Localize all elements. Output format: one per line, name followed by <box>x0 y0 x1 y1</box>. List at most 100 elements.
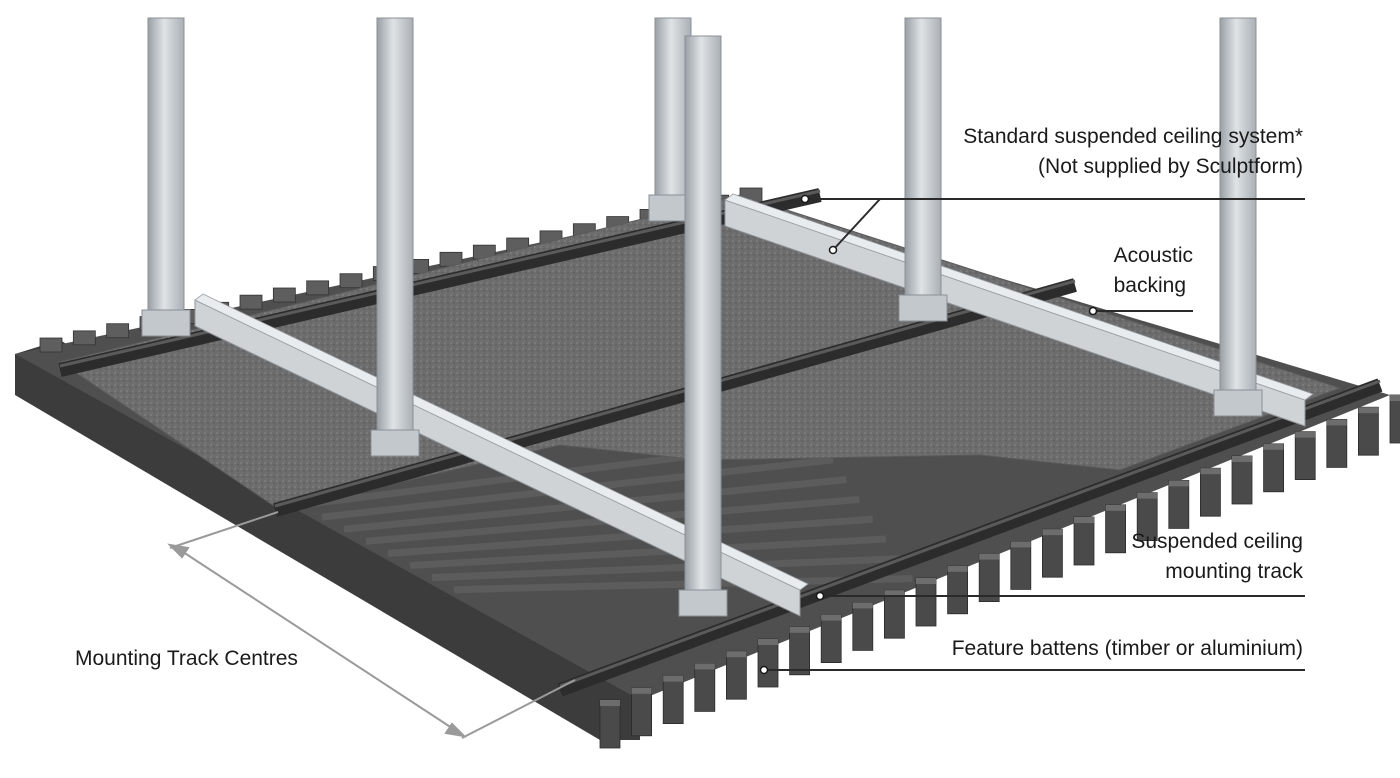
batten-rib-front <box>1105 504 1126 554</box>
batten-rib-top <box>1263 443 1284 450</box>
batten-rib-front <box>1168 479 1190 529</box>
batten-exposed <box>431 555 900 582</box>
batten-rib-front <box>978 553 1000 602</box>
batten-rib-front <box>1294 431 1316 481</box>
mounting-track <box>557 378 1383 697</box>
batten-exposed <box>409 535 887 569</box>
hanger-bracket <box>370 429 420 457</box>
batten-rib-back <box>39 337 63 353</box>
batten-exposed <box>387 515 874 557</box>
label-mounting-track-line2: mounting track <box>1165 560 1303 583</box>
batten-rib-top <box>726 651 747 658</box>
dimension-arrowhead-bottom <box>444 722 467 738</box>
batten-rib-front <box>1263 443 1284 493</box>
batten-rib-top <box>1074 517 1094 523</box>
batten-rib-front <box>757 638 779 688</box>
batten-rib-back <box>239 294 263 310</box>
hanger-rod <box>147 17 185 321</box>
batten-rib-top <box>1105 504 1126 511</box>
mounting-track-highlight <box>559 379 1381 688</box>
batten-rib-front <box>789 626 810 676</box>
hanger-bracket <box>678 589 728 617</box>
steel-hangers <box>141 17 1263 617</box>
label-acoustic-line2: backing <box>1113 274 1187 297</box>
batten-rib-front <box>852 602 874 651</box>
batten-rib-top <box>663 675 684 682</box>
batten-rib-top <box>1295 431 1316 438</box>
dimension-extension-bottom <box>461 679 576 739</box>
label-mounting-track-centres: Mounting Track Centres <box>75 644 298 674</box>
dimension-arrow <box>167 511 576 739</box>
hanger-rod <box>376 17 414 441</box>
batten-rib-front <box>599 699 621 749</box>
batten-rib-front <box>1073 516 1095 566</box>
batten-rib-front <box>947 565 968 615</box>
batten-rib-front <box>884 589 905 639</box>
batten-rib-top <box>789 626 810 633</box>
batten-rib-top <box>600 700 620 706</box>
batten-rib-top <box>852 602 873 609</box>
batten-rib-top <box>1358 407 1379 414</box>
batten-rib-top <box>1326 419 1347 426</box>
batten-rib-top <box>694 663 715 670</box>
batten-rib-top <box>1010 541 1031 548</box>
leader-dots <box>759 194 1098 675</box>
batten-rib-front <box>662 675 684 724</box>
batten-rib-front <box>631 687 652 737</box>
dimension-arrowhead-top <box>167 543 190 559</box>
batten-rib-front <box>915 577 937 627</box>
dot-feature-battens <box>759 665 769 675</box>
label-standard-system-line1: Standard suspended ceiling system* <box>963 125 1303 148</box>
steel-cross-members <box>194 193 1314 617</box>
batten-rib-top <box>1042 529 1063 536</box>
batten-rib-front <box>1389 394 1400 444</box>
hanger-bracket <box>898 294 948 322</box>
batten-rib-back <box>72 330 96 346</box>
batten-rib-top <box>1390 395 1400 401</box>
label-feature-battens: Feature battens (timber or aluminium) <box>952 634 1303 664</box>
batten-rib-top <box>884 590 905 597</box>
batten-rib-top <box>1168 480 1189 487</box>
batten-rib-top <box>1232 456 1252 462</box>
batten-rib-front <box>1326 418 1348 468</box>
batten-rib-top <box>979 553 1000 560</box>
hanger-bracket <box>1213 389 1263 417</box>
batten-rib-top <box>916 578 936 584</box>
batten-rib-front <box>1200 467 1221 517</box>
label-mtc-line1: Mounting Track Centres <box>75 647 298 670</box>
hanger-rod <box>1219 17 1257 401</box>
batten-rib-top <box>947 565 968 572</box>
batten-rib-front <box>1231 455 1253 505</box>
batten-rib-top <box>758 639 778 645</box>
hanger-rod <box>684 35 722 601</box>
dot-acoustic <box>1088 306 1098 316</box>
batten-rib-front <box>726 650 747 700</box>
batten-rib-back <box>272 287 296 303</box>
label-standard-system: Standard suspended ceiling system* (Not … <box>963 122 1303 182</box>
cross-member-top <box>194 293 809 591</box>
batten-rib-front <box>820 614 842 663</box>
dot-mounting-track <box>815 591 825 601</box>
label-feature-battens-line1: Feature battens (timber or aluminium) <box>951 637 1303 660</box>
batten-rib-front <box>694 663 716 712</box>
dot-standard-branch <box>828 245 838 255</box>
batten-rib-front <box>1010 541 1032 590</box>
batten-rib-front <box>1358 406 1379 456</box>
batten-rib-top <box>1200 468 1221 475</box>
batten-rib-front <box>1042 528 1063 578</box>
hanger-bracket <box>141 309 191 337</box>
leader-standard-system-branch <box>832 198 881 251</box>
batten-rib-top <box>1137 492 1158 499</box>
dot-standard-system <box>800 194 810 204</box>
batten-rib-top <box>631 687 652 694</box>
label-acoustic-line1: Acoustic <box>1113 244 1193 267</box>
batten-rib-top <box>821 614 842 621</box>
dimension-line <box>179 549 456 731</box>
label-mounting-track: Suspended ceiling mounting track <box>1131 527 1303 587</box>
hanger-rod <box>904 17 942 306</box>
batten-rib-back <box>339 273 363 289</box>
batten-rib-back <box>106 323 130 339</box>
batten-rib-back <box>306 280 330 296</box>
